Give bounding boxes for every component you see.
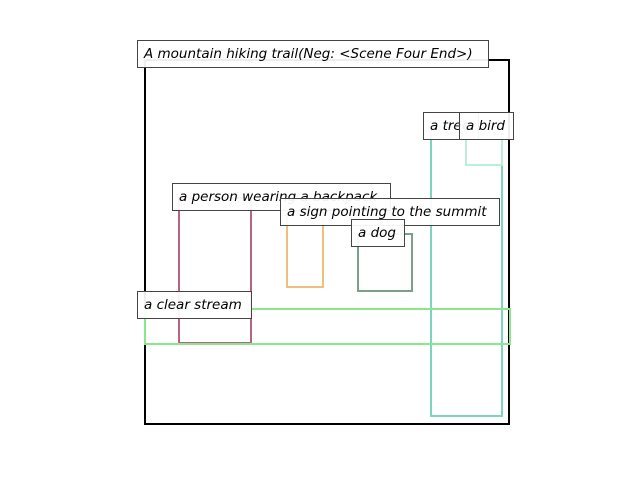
dog-label: a dog [351,219,405,247]
stream-box [144,308,511,345]
scene-caption: A mountain hiking trail(Neg: <Scene Four… [137,40,489,68]
stream-label: a clear stream [137,291,252,319]
tree-box [430,126,503,417]
bird-label: a bird [459,112,514,140]
